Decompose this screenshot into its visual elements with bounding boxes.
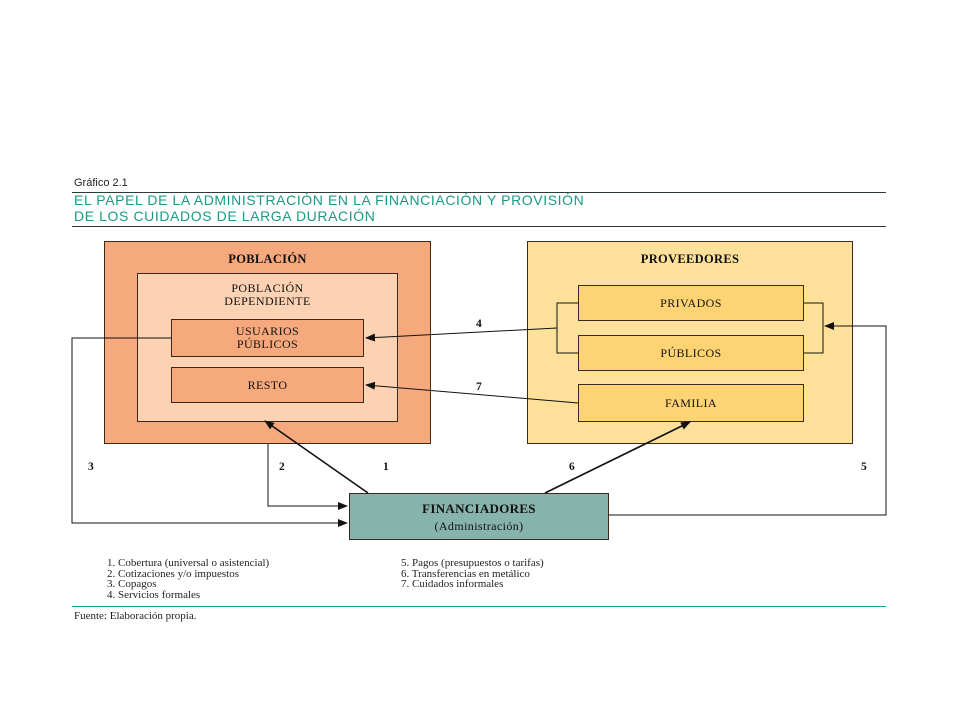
familia-box: FAMILIA bbox=[578, 384, 804, 422]
publicos-box: PÚBLICOS bbox=[578, 335, 804, 371]
arrow-5 bbox=[609, 322, 887, 516]
poblacion-dependiente-line-1: POBLACIÓN bbox=[231, 281, 304, 295]
financiadores-box: FINANCIADORES (Administración) bbox=[349, 493, 609, 540]
flow-number-1: 1 bbox=[383, 461, 389, 473]
privados-box: PRIVADOS bbox=[578, 285, 804, 321]
flow-number-4: 4 bbox=[476, 318, 482, 330]
proveedores-title: PROVEEDORES bbox=[640, 252, 740, 266]
figure-title-line-2: DE LOS CUIDADOS DE LARGA DURACIÓN bbox=[74, 208, 376, 224]
arrow-6 bbox=[544, 421, 691, 494]
usuarios-publicos-line-2: PÚBLICOS bbox=[236, 337, 299, 351]
arrow-1 bbox=[264, 420, 369, 494]
legend-item: 3. Copagos bbox=[107, 578, 157, 590]
arrow-4 bbox=[365, 327, 558, 342]
bracket-right bbox=[804, 302, 824, 354]
usuarios-publicos-box: USUARIOS PÚBLICOS bbox=[171, 319, 364, 357]
legend-item: 6. Transferencias en metálico bbox=[401, 567, 530, 580]
figure-title-line-1: EL PAPEL DE LA ADMINISTRACIÓN EN LA FINA… bbox=[74, 192, 585, 208]
financiadores-subtitle: (Administración) bbox=[434, 518, 524, 533]
flow-number-7: 7 bbox=[476, 381, 482, 393]
bottom-rule bbox=[72, 606, 886, 607]
legend-item: 4. Servicios formales bbox=[107, 588, 201, 601]
legend-item: 7. Cuidados informales bbox=[401, 578, 504, 590]
legend-right: 5. Pagos (presupuestos o tarifas) 6. Tra… bbox=[401, 558, 544, 590]
flow-number-2: 2 bbox=[279, 461, 285, 473]
flow-number-6: 6 bbox=[569, 461, 575, 473]
resto-label: RESTO bbox=[247, 377, 288, 392]
resto-box: RESTO bbox=[171, 367, 364, 403]
poblacion-dependiente-line-2: DEPENDIENTE bbox=[224, 294, 311, 308]
arrow-2 bbox=[267, 444, 348, 510]
figure-label: Gráfico 2.1 bbox=[74, 177, 128, 189]
arrow-3 bbox=[71, 337, 348, 527]
figure-title: EL PAPEL DE LA ADMINISTRACIÓN EN LA FINA… bbox=[74, 192, 886, 224]
poblacion-dependiente-label: POBLACIÓN DEPENDIENTE bbox=[224, 282, 310, 308]
title-rule bbox=[72, 226, 886, 227]
legend-item: 1. Cobertura (universal o asistencial) bbox=[107, 557, 270, 569]
top-rule bbox=[72, 192, 886, 193]
poblacion-title: POBLACIÓN bbox=[228, 252, 307, 266]
familia-label: FAMILIA bbox=[665, 395, 717, 410]
privados-label: PRIVADOS bbox=[660, 295, 722, 310]
legend-item: 5. Pagos (presupuestos o tarifas) bbox=[401, 557, 544, 569]
flow-number-5: 5 bbox=[861, 461, 867, 473]
usuarios-publicos-line-1: USUARIOS bbox=[235, 324, 300, 338]
source-note: Fuente: Elaboración propia. bbox=[74, 610, 197, 622]
publicos-label: PÚBLICOS bbox=[660, 345, 722, 360]
legend-item: 2. Cotizaciones y/o impuestos bbox=[107, 567, 239, 580]
flow-number-3: 3 bbox=[88, 461, 94, 473]
bracket-left bbox=[556, 302, 578, 354]
financiadores-title: FINANCIADORES bbox=[422, 500, 536, 516]
arrow-7 bbox=[365, 381, 579, 404]
legend-left: 1. Cobertura (universal o asistencial) 2… bbox=[107, 558, 269, 600]
